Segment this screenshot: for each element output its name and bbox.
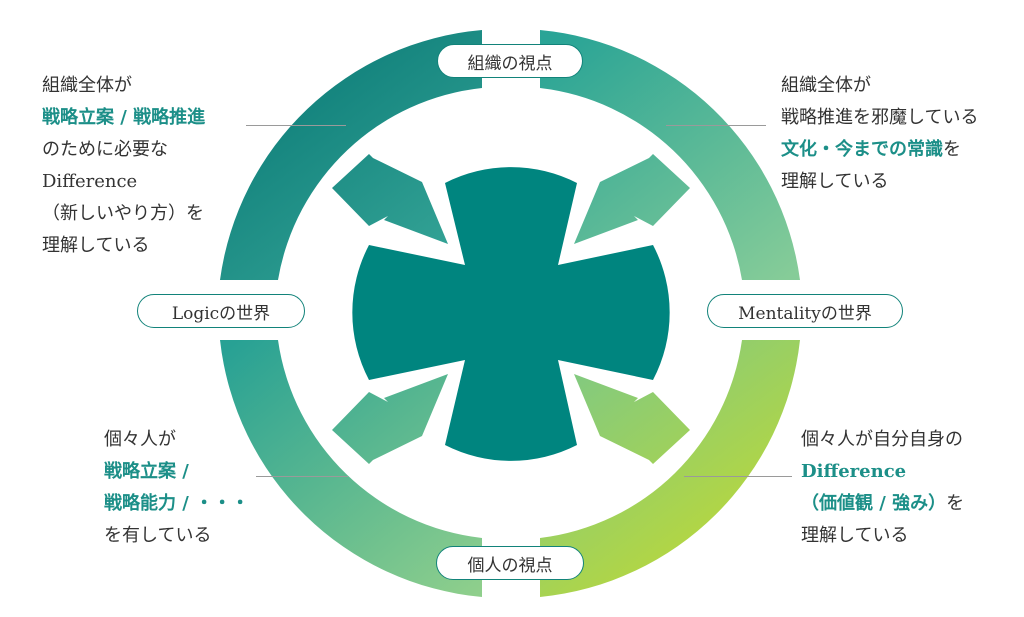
arrow-top-left	[332, 154, 448, 244]
leader-line-bottom-right	[684, 476, 792, 477]
note-line: Difference	[42, 171, 138, 192]
note-suffix: を	[943, 139, 961, 160]
arrow-top-right	[574, 154, 690, 244]
note-highlight: 戦略能力 / ・・・	[104, 493, 250, 514]
leader-line-top-right	[666, 125, 766, 126]
note-line: 個々人が自分自身の	[801, 429, 963, 450]
note-highlight: 戦略立案 / 戦略推進	[42, 107, 206, 128]
note-suffix: を	[946, 493, 965, 514]
note-line: 組織全体が	[781, 75, 871, 96]
quadrant-bottom-left	[220, 340, 482, 597]
note-line-mixed: 文化・今までの常識を	[781, 134, 978, 166]
center-cross	[352, 167, 670, 461]
arrow-bottom-right	[574, 374, 690, 464]
quadrant-top-left	[220, 30, 482, 280]
leader-line-bottom-left	[256, 476, 348, 477]
axis-label-bottom: 個人の視点	[436, 546, 584, 580]
leader-line-top-left	[246, 125, 346, 126]
note-line: （新しいやり方）を	[42, 203, 204, 224]
note-top-left: 組織全体が 戦略立案 / 戦略推進 のために必要な Difference （新し…	[42, 70, 205, 262]
note-line: 組織全体が	[42, 75, 132, 96]
note-top-right: 組織全体が 戦略推進を邪魔している 文化・今までの常識を 理解している	[781, 70, 978, 198]
note-line: 理解している	[781, 171, 889, 192]
axis-label-left: Logicの世界	[137, 294, 305, 328]
note-line: を有している	[104, 525, 212, 546]
note-bottom-right: 個々人が自分自身の Difference （価値観 / 強み）を 理解している	[801, 424, 964, 552]
note-highlight: Difference	[801, 461, 907, 482]
note-line: 理解している	[42, 235, 150, 256]
axis-label-top: 組織の視点	[437, 44, 583, 78]
axis-label-right: Mentalityの世界	[707, 294, 903, 328]
quadrant-top-right	[540, 30, 800, 280]
note-line: 戦略推進を邪魔している	[781, 107, 979, 128]
note-line: 個々人が	[104, 429, 176, 450]
quadrant-bottom-right	[540, 340, 800, 597]
arrow-bottom-left	[332, 374, 448, 464]
note-line: のために必要な	[42, 139, 168, 160]
note-line-mixed: （価値観 / 強み）を	[801, 488, 964, 520]
note-highlight: 文化・今までの常識	[781, 139, 943, 160]
note-highlight: （価値観 / 強み）	[801, 493, 947, 514]
note-highlight: 戦略立案 /	[104, 461, 189, 482]
note-bottom-left: 個々人が 戦略立案 / 戦略能力 / ・・・ を有している	[104, 424, 249, 552]
note-line: 理解している	[801, 525, 909, 546]
